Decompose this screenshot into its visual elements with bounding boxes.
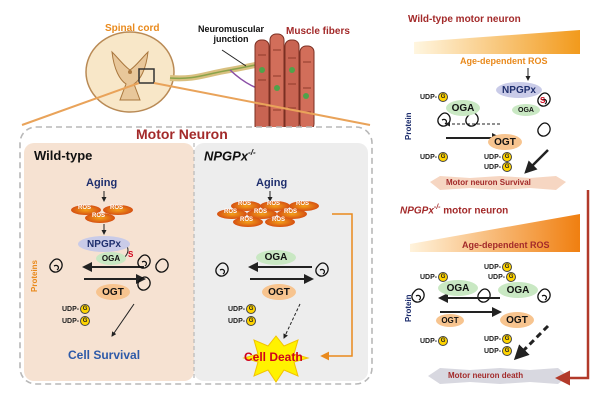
ko-panel-title: NPGPx-/- [204,148,256,164]
ko-ros-1: ROS [238,201,252,207]
rb-udp-g-4: UDP-G [420,336,449,346]
ko-arrows [248,191,353,361]
ko-ros-3: ROS [296,201,310,207]
rt-udp-g-2: UDP-G [420,152,449,162]
rt-npgpx-pill: NPGPx [496,82,542,98]
ros-label-top: Age-dependent ROS [460,56,548,66]
ros-cluster-wt [71,205,133,223]
rt-protein-label: Protein [404,112,413,140]
zoom-line-left [21,82,140,126]
motor-neuron-survival-label: Motor neuron Survival [446,178,531,187]
knockout-outcome-arrow [555,190,590,386]
rb-udp-g-1: UDP-G [420,272,449,282]
wt-ogt-pill: OGT [96,284,130,300]
wt-motor-neuron-title: Wild-type motor neuron [408,14,521,25]
ko-ros-4: ROS [224,209,238,215]
cell-survival-label: Cell Survival [68,348,141,362]
nmj-pointer [221,49,247,67]
motor-neuron-death-label: Motor neuron death [448,371,524,380]
ko-oga-pill: OGA [256,250,296,265]
ros-ramp-bottom [410,214,580,252]
rb-ogt-pill-1: OGT [436,314,464,327]
wt-aging-label: Aging [86,177,118,189]
zoom-line-right [153,82,371,126]
rb-udp-g-5: UDP-G [484,334,513,344]
wt-oga-pill: OGA [96,252,126,265]
wt-ros-2: ROS [110,205,124,211]
wt-disulfide-mark: S [128,250,134,259]
ko-udp-g-1: UDP-G [228,304,257,314]
wt-ros-1: ROS [78,205,92,211]
rt-oga-pill: OGA [446,100,480,116]
rb-udp-g-3: UDP-G [488,272,517,282]
wt-udp-g-1: UDP-G [62,304,91,314]
wt-proteins-label: Proteins [30,259,39,292]
rt-udp-g-4: UDP-G [484,162,513,172]
spinal-cord-illustration [85,31,175,113]
rt-udp-g-1: UDP-G [420,92,449,102]
death-splash [428,368,568,384]
survival-splash [430,176,566,190]
ros-ramp-top [414,30,580,54]
rt-ogt-pill: OGT [488,134,522,150]
ko-udp-g-2: UDP-G [228,316,257,326]
ko-motor-neuron-title: NPGPx-/- motor neuron [400,204,509,217]
wt-panel-title: Wild-type [34,148,93,163]
wt-ros-3: ROS [92,213,106,219]
rb-protein-label: Protein [404,294,413,322]
cell-death-star [242,335,310,383]
right-bottom-arrows [438,293,550,361]
ko-ros-5: ROS [254,209,268,215]
rb-oga-pill-1: OGA [438,280,478,296]
rb-udp-g-6: UDP-G [484,346,513,356]
nmj-label: Neuromuscular junction [197,24,265,44]
rt-oga-small-pill: OGA [512,104,540,116]
wt-npgpx-pill: NPGPx [78,236,130,252]
spinal-cord-label: Spinal cord [105,23,160,34]
rt-udp-g-3: UDP-G [484,152,513,162]
ko-ros-8: ROS [272,217,286,223]
muscle-fibers-label: Muscle fibers [286,26,350,37]
ko-ros-2: ROS [267,201,281,207]
rt-disulfide-mark: S [540,96,546,105]
motor-neuron-title: Motor Neuron [136,126,228,142]
cell-death-label: Cell Death [244,350,303,364]
ko-ogt-pill: OGT [262,284,296,300]
ros-label-bottom: Age-dependent ROS [462,240,550,250]
wt-udp-g-2: UDP-G [62,316,91,326]
ko-aging-label: Aging [256,177,288,189]
ko-ros-6: ROS [284,209,298,215]
rb-ogt-pill-2: OGT [500,312,534,328]
ko-ros-7: ROS [240,217,254,223]
rb-oga-pill-2: OGA [498,282,538,298]
rb-udp-g-2: UDP-G [484,262,513,272]
ros-cluster-ko [217,201,319,227]
muscle-fibers-illustration [254,33,315,135]
